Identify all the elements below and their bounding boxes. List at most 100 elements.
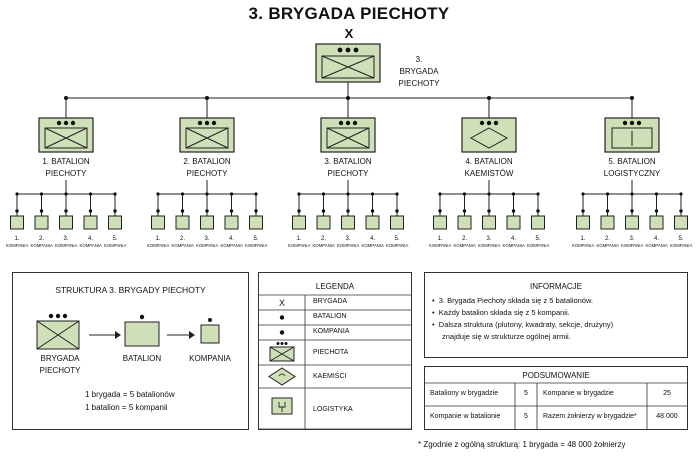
company-number: 1. — [296, 236, 302, 242]
company-label: 4.KOMPANIA — [362, 236, 384, 249]
org-chart — [10, 43, 688, 230]
company-label: 4.KOMPANIA — [503, 236, 525, 249]
summary-r2-value1: 5 — [524, 413, 528, 420]
battalion-4-line2: KAEMISTÓW — [464, 169, 514, 178]
company-number: 4. — [369, 236, 375, 242]
company-text: KOMPANIA — [596, 243, 619, 248]
company-label: 4.KOMPANIA — [646, 236, 668, 249]
legend-label-infantry: PIECHOTA — [313, 349, 349, 356]
battalion-2-companies — [151, 180, 263, 230]
battalion-4-line1: 4. BATALION — [465, 157, 513, 166]
company-symbol — [10, 215, 24, 230]
company-label: 5.KOMPANIA — [527, 236, 549, 249]
company-label: 5.KOMPANIA — [245, 236, 267, 249]
company-number: 3. — [629, 236, 635, 242]
footnote: * Zgodnie z ogólną strukturą: 1 brygada … — [418, 440, 626, 449]
legend-title: LEGENDA — [315, 282, 355, 291]
info-panel: INFORMACJE • 3. Brygada Piechoty składa … — [424, 272, 688, 358]
legend-label-company: KOMPANIA — [313, 328, 350, 335]
company-text: KOMPANIA — [478, 243, 501, 248]
legend-label-machine-gun: KAEMIŚCI — [313, 373, 347, 380]
battalion-2-line2: PIECHOTY — [186, 169, 228, 178]
company-text: KOMPANIA — [171, 243, 194, 248]
company-text: KOMPANIA — [337, 243, 360, 248]
company-label: 1.KOMPANIA — [572, 236, 594, 249]
battalion-1-line2: PIECHOTY — [45, 169, 87, 178]
company-symbol — [292, 215, 306, 230]
company-number: 3. — [486, 236, 492, 242]
battalion-2-label: 2. BATALION PIECHOTY — [162, 156, 252, 180]
company-symbol — [224, 215, 239, 230]
company-text: KOMPANIA — [6, 243, 29, 248]
company-text: KOMPANIA — [220, 243, 243, 248]
battalion-4-symbol — [461, 117, 517, 153]
brigade-connectors — [65, 82, 633, 118]
company-number: 2. — [461, 236, 467, 242]
structure-brigade-line2: PIECHOTY — [39, 366, 81, 375]
battalion-1-symbol — [38, 117, 94, 153]
summary-r1-value2: 25 — [663, 390, 671, 397]
company-text: KOMPANIA — [79, 243, 102, 248]
company-number: 4. — [228, 236, 234, 242]
summary-r2-label1: Kompanie w batalionie — [430, 413, 501, 420]
structure-battalion-symbol — [124, 314, 160, 347]
legend-battalion-symbol — [279, 315, 285, 320]
brigade-label: 3. BRYGADA PIECHOTY — [396, 54, 442, 90]
company-symbol — [341, 215, 355, 230]
company-text: KOMPANIA — [386, 243, 409, 248]
company-symbol — [506, 215, 521, 230]
company-number: 1. — [155, 236, 161, 242]
battalion-5-label: 5. BATALION LOGISTYCZNY — [587, 156, 677, 180]
legend-logistics-symbol — [271, 397, 293, 415]
company-text: KOMPANIA — [572, 243, 595, 248]
company-groups — [10, 180, 688, 230]
company-label: 2.KOMPANIA — [172, 236, 194, 249]
company-label: 4.KOMPANIA — [80, 236, 102, 249]
company-label: 3.KOMPANIA — [478, 236, 500, 249]
company-number: 3. — [345, 236, 351, 242]
company-text: KOMPANIA — [147, 243, 170, 248]
company-number: 4. — [653, 236, 659, 242]
battalion-2-symbol — [179, 117, 235, 153]
company-text: KOMPANIA — [55, 243, 78, 248]
summary-r2-label2: Razem żołnierzy w brygadzie* — [543, 413, 637, 420]
battalion-3-label: 3. BATALION PIECHOTY — [303, 156, 393, 180]
company-symbol — [249, 215, 263, 230]
battalion-3-line1: 3. BATALION — [324, 157, 372, 166]
company-number: 3. — [63, 236, 69, 242]
company-text: KOMPANIA — [527, 243, 550, 248]
company-label: 2.KOMPANIA — [597, 236, 619, 249]
battalion-1-companies — [10, 180, 122, 230]
company-label: 3.KOMPANIA — [55, 236, 77, 249]
company-symbol — [175, 215, 190, 230]
company-symbol — [108, 215, 122, 230]
legend-label-logistics: LOGISTYKA — [313, 406, 353, 413]
company-label: 1.KOMPANIA — [147, 236, 169, 249]
company-symbol — [83, 215, 98, 230]
legend-infantry-symbol — [269, 342, 295, 362]
company-label: 1.KOMPANIA — [288, 236, 310, 249]
structure-rule-2: 1 batalion = 5 kompanii — [85, 403, 168, 412]
company-symbol — [59, 215, 73, 230]
company-text: KOMPANIA — [312, 243, 335, 248]
company-text: KOMPANIA — [502, 243, 525, 248]
company-text: KOMPANIA — [453, 243, 476, 248]
company-symbol — [365, 215, 380, 230]
company-symbol — [34, 215, 49, 230]
summary-r2-value2: 48 000 — [656, 413, 678, 420]
legend-machine-gun-symbol — [268, 367, 296, 386]
company-text: KOMPANIA — [670, 243, 693, 248]
company-symbol — [316, 215, 331, 230]
company-number: 2. — [604, 236, 610, 242]
structure-brigade-label: BRYGADA PIECHOTY — [27, 353, 93, 377]
company-symbol — [531, 215, 545, 230]
battalion-3-companies — [292, 180, 404, 230]
company-label: 5.KOMPANIA — [670, 236, 692, 249]
legend-panel: LEGENDA X BRYGADA BATALION KO — [258, 272, 412, 430]
summary-r1-label2: Kompanie w brygadzie — [543, 390, 614, 397]
company-symbol — [200, 215, 214, 230]
company-text: KOMPANIA — [361, 243, 384, 248]
company-symbol — [576, 215, 590, 230]
company-number: 2. — [179, 236, 185, 242]
legend-brigade-symbol: X — [279, 298, 285, 308]
